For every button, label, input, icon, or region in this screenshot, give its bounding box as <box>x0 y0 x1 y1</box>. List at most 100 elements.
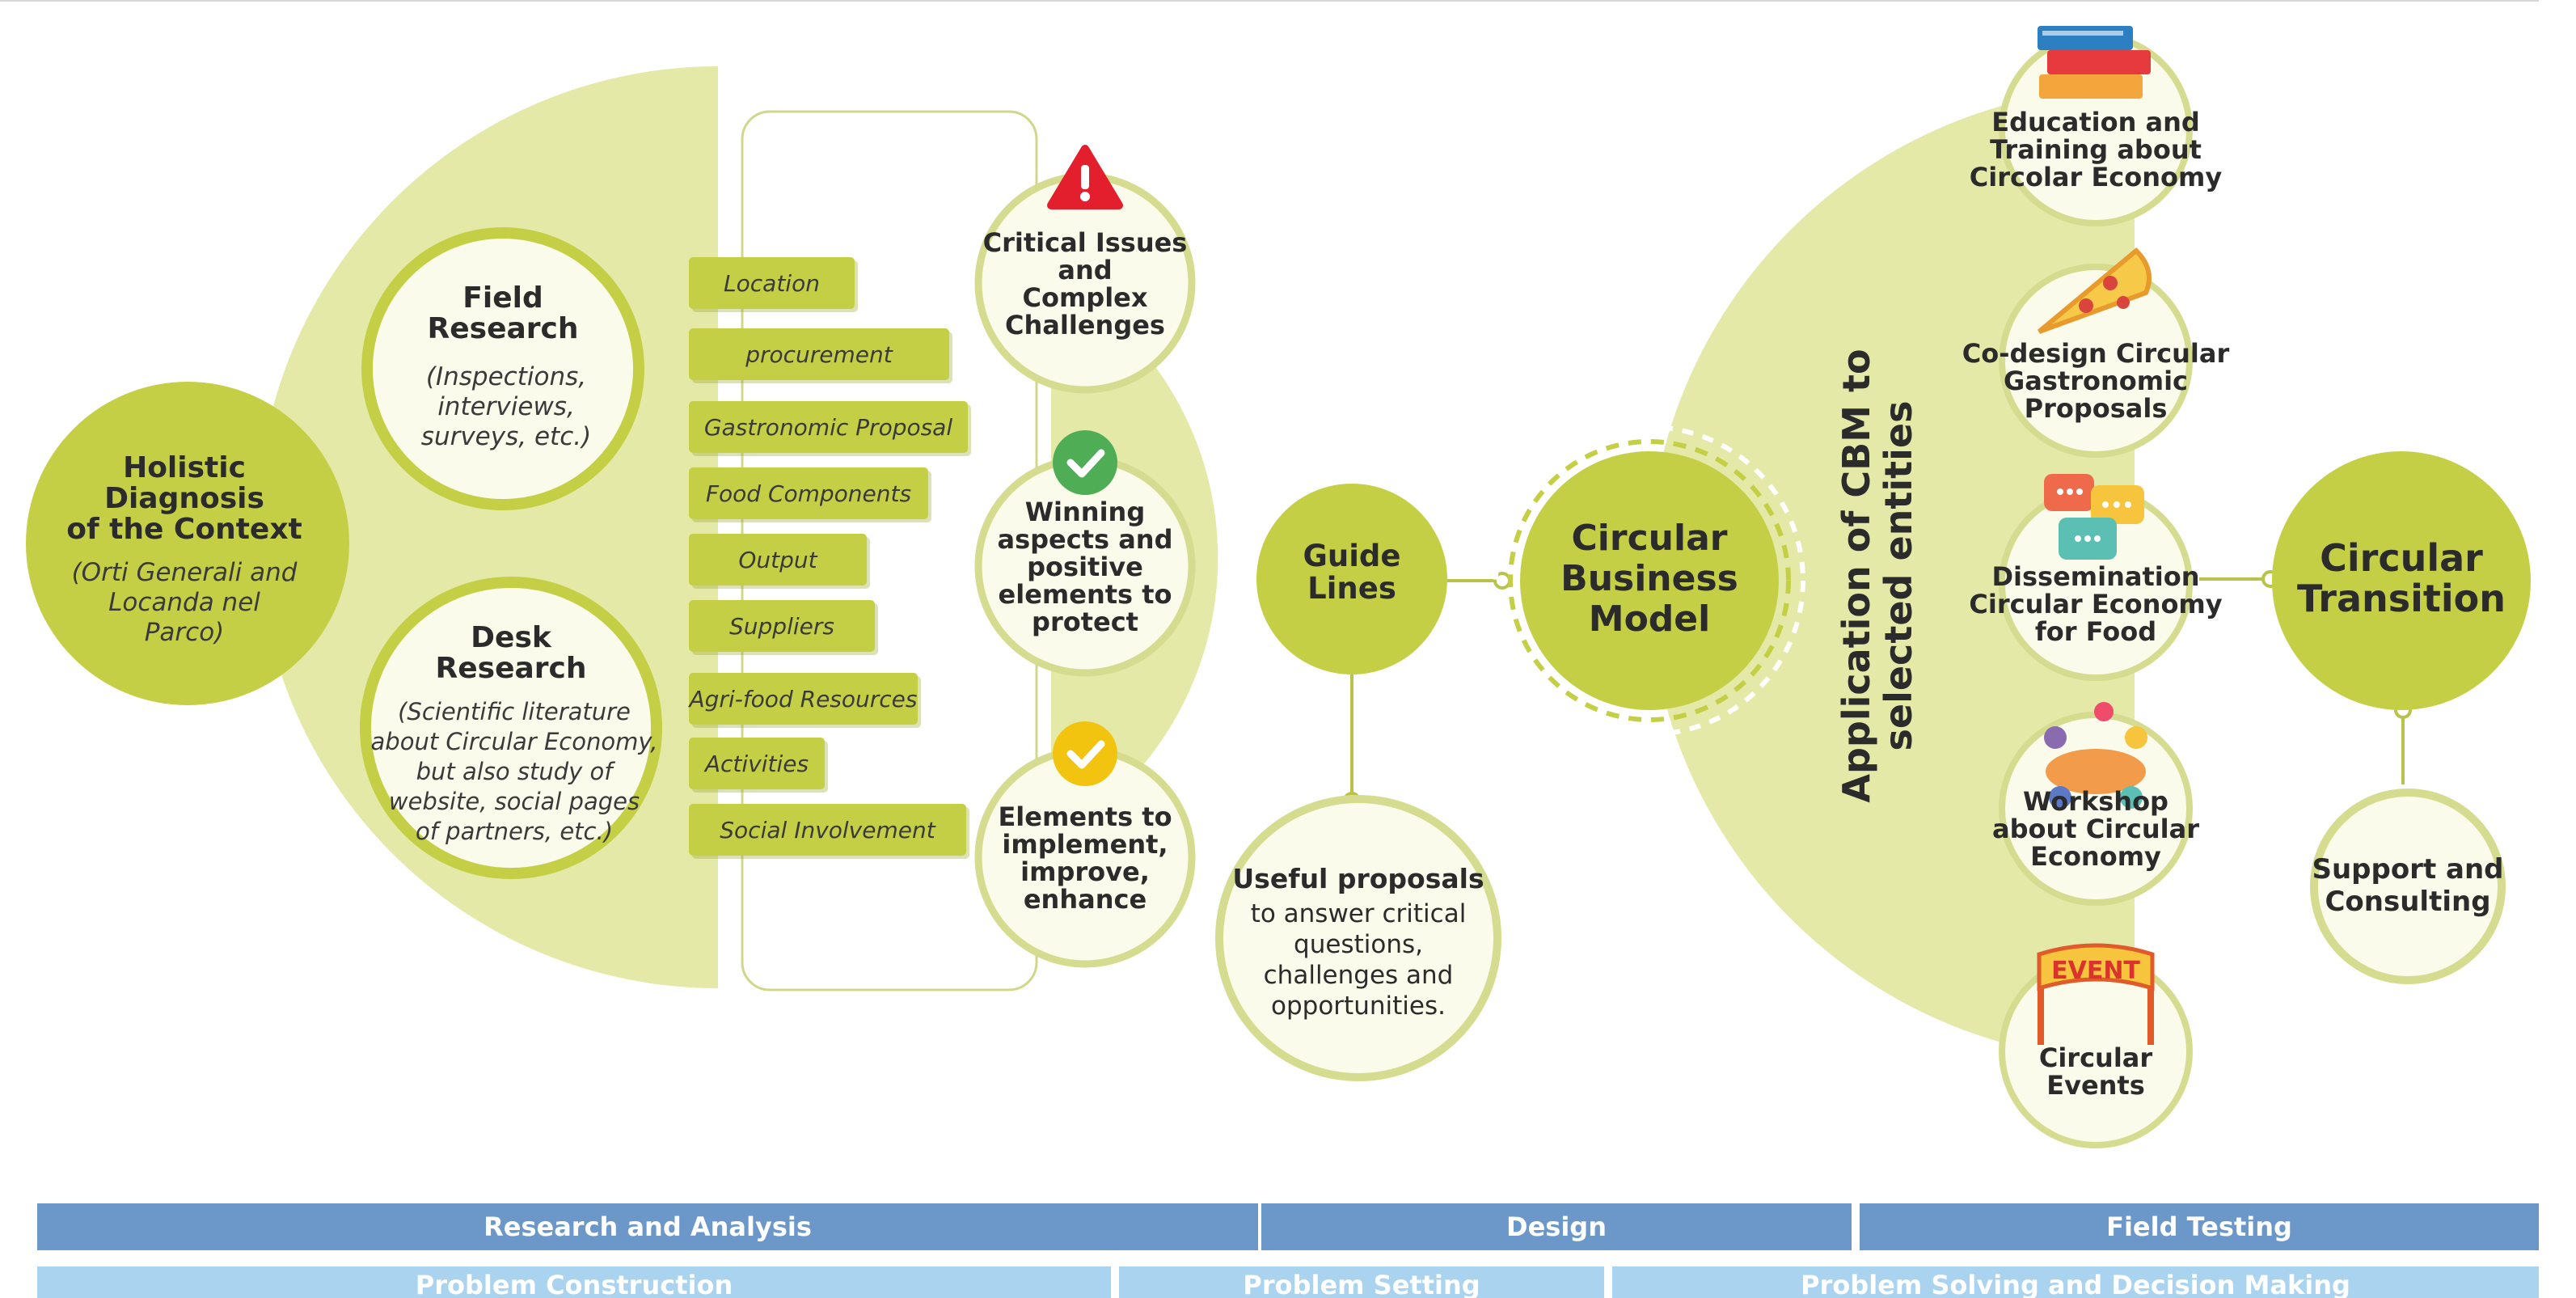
tag-item: procurement <box>689 328 952 383</box>
warning-icon <box>1047 145 1123 209</box>
phase-label: Research and Analysis <box>484 1211 812 1242</box>
text-line: Education and <box>1991 107 2200 137</box>
tag-label: Output <box>738 547 817 573</box>
text-line: for Food <box>2035 616 2156 647</box>
event-banner-text: EVENT <box>2051 957 2140 985</box>
proposals-title: Useful proposals <box>1232 863 1484 894</box>
text-line: Guide <box>1303 539 1401 573</box>
text-line: Circular <box>1572 518 1728 559</box>
text-line: Co-design Circular <box>1962 338 2230 369</box>
text-line: Proposals <box>2025 393 2168 424</box>
text-line: positive <box>1027 552 1143 582</box>
text-line: of partners, etc.) <box>416 818 613 845</box>
tag-item: Activities <box>689 738 828 793</box>
pizza-icon <box>2038 247 2152 334</box>
text-line: Events <box>2046 1070 2145 1101</box>
text-line: and <box>1058 255 1112 285</box>
phase-label: Field Testing <box>2106 1211 2292 1242</box>
text-line: Challenges <box>1005 310 1165 340</box>
text-line: Circular <box>2039 1042 2153 1073</box>
tag-label: Agri-food Resources <box>688 686 918 712</box>
check-yellow-icon <box>1053 721 1117 786</box>
text-line: Model <box>1589 598 1710 640</box>
text-line: but also study of <box>416 758 616 785</box>
phase-bar: Field Testing <box>1860 1203 2539 1250</box>
tag-item: Gastronomic Proposal <box>689 401 971 456</box>
event-banner-icon: EVENT <box>2037 943 2155 1045</box>
tag-item: Location <box>689 257 858 312</box>
check-green-icon <box>1053 430 1117 495</box>
text-line: Consulting <box>2325 886 2490 918</box>
tag-label: Activities <box>703 750 809 777</box>
text-line: challenges and <box>1264 961 1454 990</box>
tag-item: Agri-food Resources <box>688 673 921 728</box>
phase-bar: Design <box>1261 1203 1852 1250</box>
text-line: Circolar Economy <box>1970 162 2223 192</box>
text-line: selected entities <box>1877 401 1920 751</box>
tag-label: Location <box>724 270 820 297</box>
tag-item: Food Components <box>689 467 931 522</box>
tag-item: Suppliers <box>689 600 878 655</box>
tag-label: Food Components <box>706 480 911 507</box>
text-line: Business <box>1560 558 1738 599</box>
text-line: interviews, <box>437 392 575 421</box>
text-line: Desk <box>471 621 552 654</box>
text-line: Field <box>462 281 543 315</box>
text-line: Winning <box>1025 497 1145 527</box>
text-line: elements to <box>999 579 1172 610</box>
text-line: (Scientific literature <box>398 698 631 725</box>
connectors <box>1350 577 2405 801</box>
text-line: aspects and <box>998 524 1173 555</box>
application-label: Application of CBM toselected entities <box>1835 349 1920 802</box>
text-line: implement, <box>1002 829 1168 860</box>
text-line: of the Context <box>66 513 302 546</box>
text-line: surveys, etc.) <box>421 422 591 451</box>
text-line: Critical Issues <box>983 227 1188 258</box>
text-line: protect <box>1032 607 1138 637</box>
text-line: enhance <box>1024 884 1147 915</box>
problem-label: Problem Setting <box>1243 1270 1480 1298</box>
books-icon <box>2038 26 2151 99</box>
text-line: Application of CBM to <box>1835 349 1878 802</box>
text-line: Economy <box>2030 841 2161 872</box>
phase-label: Design <box>1506 1211 1607 1242</box>
text-line: Gastronomic <box>2004 366 2188 396</box>
text-line: about Circular Economy, <box>371 728 658 755</box>
field-note: (Inspections,interviews,surveys, etc.) <box>421 362 591 451</box>
text-line: Lines <box>1307 571 1396 606</box>
phase-bars: Research and Analysis Design Field Testing… <box>37 1203 2539 1298</box>
text-line: website, social pages <box>389 788 640 815</box>
text-line: Dissemination <box>1991 561 2199 592</box>
problem-bar: Problem Construction <box>37 1266 1111 1298</box>
text-line: opportunities. <box>1271 991 1446 1021</box>
text-line: Holistic <box>123 451 246 484</box>
meeting-table-icon <box>2044 702 2147 809</box>
problem-label: Problem Solving and Decision Making <box>1801 1270 2350 1298</box>
text-line: Diagnosis <box>104 482 264 515</box>
text-line: Locanda nel <box>108 588 260 617</box>
